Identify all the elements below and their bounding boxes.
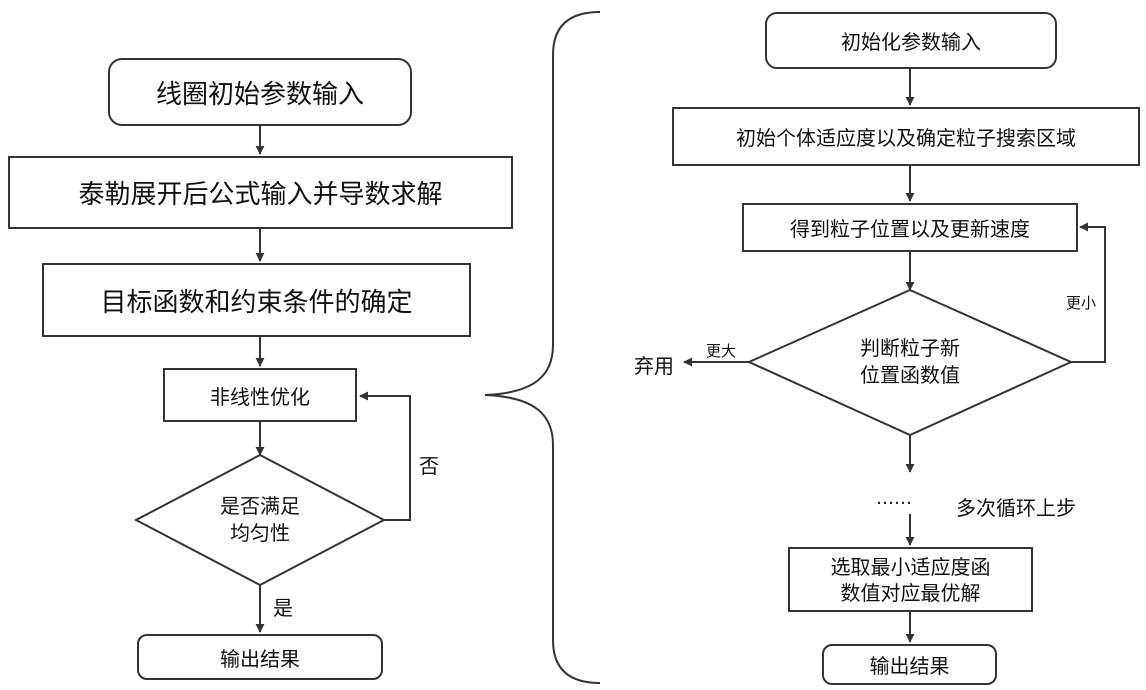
objective-box: 目标函数和约束条件的确定 [42, 263, 471, 337]
right-start-text: 初始化参数输入 [841, 30, 981, 54]
arrow-left-no-loop [359, 391, 411, 521]
loop-note-label: 多次循环上步 [956, 496, 1076, 520]
left-output-text: 输出结果 [220, 646, 300, 671]
nonlinear-optimize-box: 非线性优化 [163, 368, 357, 422]
taylor-text: 泰勒展开后公式输入并导数求解 [78, 180, 443, 210]
left-decision-line1: 是否满足 [220, 494, 300, 518]
init-fitness-text: 初始个体适应度以及确定粒子搜索区域 [736, 126, 1076, 150]
nonlinear-optimize-text: 非线性优化 [210, 384, 310, 409]
update-velocity-box: 得到粒子位置以及更新速度 [742, 203, 1078, 252]
arrow-right-smaller-loop [1071, 222, 1106, 363]
discard-label: 弃用 [634, 354, 674, 378]
no-label: 否 [419, 454, 439, 478]
right-decision-text: 判断粒子新 位置函数值 [820, 330, 1000, 394]
curly-brace [484, 11, 601, 684]
right-output-text: 输出结果 [869, 654, 950, 678]
decision-diamond-position [746, 288, 1074, 437]
init-fitness-box: 初始个体适应度以及确定粒子搜索区域 [672, 107, 1140, 166]
select-optimum-line1: 选取最小适应度函 [830, 554, 991, 579]
left-start-text: 线圈初始参数输入 [155, 79, 364, 110]
select-optimum-line2: 数值对应最优解 [840, 580, 981, 605]
right-decision-line1: 判断粒子新 [860, 336, 960, 360]
select-optimum-box: 选取最小适应度函 数值对应最优解 [788, 547, 1033, 612]
right-start-box: 初始化参数输入 [765, 12, 1057, 69]
yes-label: 是 [273, 596, 293, 620]
left-output-box: 输出结果 [137, 634, 383, 680]
right-output-box: 输出结果 [822, 644, 997, 685]
left-decision-text: 是否满足 均匀性 [186, 490, 334, 550]
update-velocity-text: 得到粒子位置以及更新速度 [790, 217, 1030, 241]
larger-label: 更大 [706, 342, 737, 360]
right-decision-line2: 位置函数值 [860, 363, 960, 387]
left-start-box: 线圈初始参数输入 [108, 58, 412, 126]
objective-text: 目标函数和约束条件的确定 [100, 287, 413, 318]
left-decision-line2: 均匀性 [230, 521, 290, 545]
ellipsis-label: …… [876, 488, 912, 509]
decision-diamond-uniformity [133, 453, 387, 587]
smaller-label: 更小 [1066, 294, 1097, 312]
taylor-box: 泰勒展开后公式输入并导数求解 [8, 156, 513, 229]
